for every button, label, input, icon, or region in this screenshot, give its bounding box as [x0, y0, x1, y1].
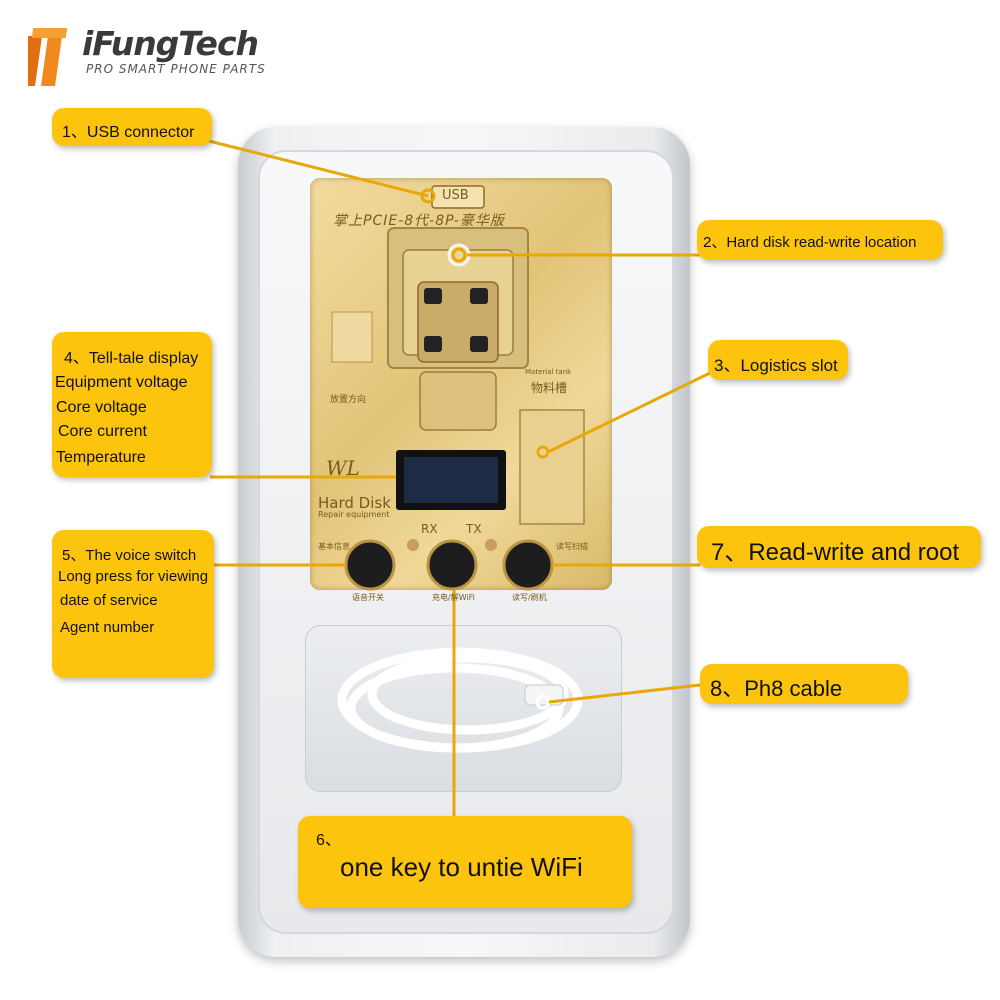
callout-line: date of service: [60, 592, 158, 609]
board-logo-mark: WL: [326, 456, 360, 480]
leader-lines: [204, 138, 713, 822]
callout-label: 1、USB connector: [62, 124, 195, 141]
btn-left-top-label: 基本信息: [318, 542, 350, 551]
callout-line: Equipment voltage: [55, 374, 188, 391]
pin-grid-icon: [331, 311, 373, 363]
socket-pin-icon: [470, 288, 488, 304]
brand-tagline: PRO SMART PHONE PARTS: [86, 62, 266, 76]
wifi-button: [426, 539, 478, 591]
callout-label: 2、Hard disk read-write location: [703, 234, 917, 251]
btn-right-bottom-label: 读写/刷机: [512, 593, 547, 602]
callout-logistics-slot: 3、Logistics slot: [708, 340, 848, 380]
callout-label: 3、Logistics slot: [714, 356, 838, 375]
logo-mark-icon: [28, 28, 68, 86]
brand-logo: [28, 22, 298, 92]
callout-ph8-cable: 8、Ph8 cable: [700, 664, 908, 704]
btn-right-top-label: 读写扫描: [556, 542, 588, 551]
socket-pin-icon: [424, 288, 442, 304]
rx-led-icon: [407, 539, 419, 551]
voice-switch-button: [344, 539, 396, 591]
placement-label: 放置方向: [330, 395, 367, 405]
btn-left-bottom-label: 语音开关: [352, 593, 384, 602]
callout-voice-switch: 5、The voice switch Long press for viewin…: [52, 530, 214, 678]
callout-label: 5、The voice switch: [62, 547, 197, 564]
btn-mid-bottom-label: 充电/解WiFi: [432, 593, 475, 602]
callout-hard-disk-location: 2、Hard disk read-write location: [697, 220, 943, 260]
tx-led-icon: [485, 539, 497, 551]
callout-telltale-display: 4、Tell-tale display Equipment voltage Co…: [52, 332, 212, 477]
callout-untie-wifi: 6、 one key to untie WiFi: [298, 816, 632, 908]
callout-number: 6、: [316, 832, 341, 849]
callout-line: Temperature: [56, 449, 146, 466]
callout-usb-connector: 1、USB connector: [52, 108, 212, 146]
socket-latch: [419, 371, 497, 431]
callout-line: Core voltage: [56, 399, 147, 416]
material-label-en: Material tank: [525, 368, 572, 376]
socket-pin-icon: [470, 336, 488, 352]
callout-label: 8、Ph8 cable: [710, 676, 843, 701]
callout-label: 7、Read-write and root: [711, 539, 960, 566]
tx-label: TX: [466, 522, 482, 536]
material-label-cn: 物料槽: [531, 381, 568, 395]
read-write-button: [502, 539, 554, 591]
callout-line: Core current: [58, 423, 147, 440]
socket-pin-icon: [424, 336, 442, 352]
rx-label: RX: [421, 522, 438, 536]
screen-label: Hard Disk: [318, 494, 391, 512]
brand-name: iFungTech: [82, 24, 259, 63]
material-tank: [519, 409, 585, 525]
usb-label: USB: [442, 188, 469, 203]
screen-sublabel: Repair equipment: [318, 510, 390, 519]
callout-line: Long press for viewing: [58, 568, 209, 585]
callout-read-write-root: 7、Read-write and root: [697, 526, 981, 568]
callout-label: one key to untie WiFi: [340, 852, 583, 882]
board-title: 掌上PCIE-8代-8P-豪华版: [333, 213, 505, 229]
callout-line: Agent number: [60, 619, 155, 636]
callout-label: 4、Tell-tale display: [64, 350, 199, 367]
usb-port-icon: [431, 185, 485, 209]
